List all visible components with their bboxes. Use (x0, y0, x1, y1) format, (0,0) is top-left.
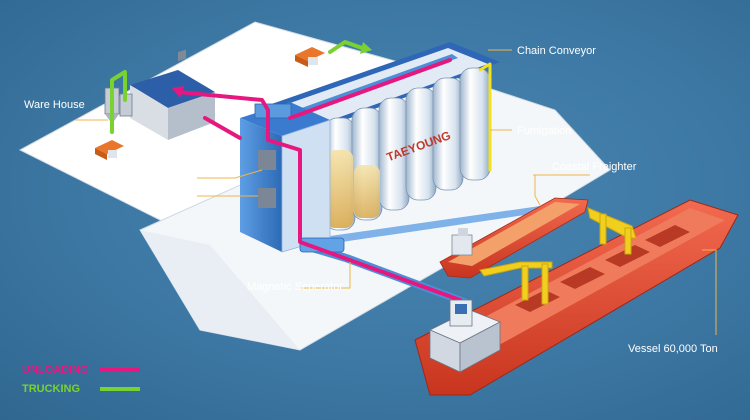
unloading-cranes (479, 207, 637, 305)
truck-top (295, 47, 325, 67)
label-chain-conveyor: Chain Conveyor (517, 45, 596, 57)
unloading-path-gallery (288, 58, 452, 120)
coastal-freighter (439, 197, 589, 279)
label-magnetic-separator: Magnetic Seperator (247, 281, 343, 293)
flow-lines (110, 40, 492, 302)
unloading-path-main (176, 90, 462, 302)
hopper-scale-box-lower (258, 188, 276, 208)
fumigation-path (478, 62, 492, 172)
hopper-scale-box (258, 150, 276, 170)
elevator-tower (240, 102, 331, 253)
trucking-path-warehouse (110, 70, 127, 134)
vessel-hatches (515, 225, 690, 312)
callout-lines (75, 49, 717, 335)
label-vessel: Vessel 60,000 Ton (628, 343, 718, 355)
label-ware-house: Ware House (24, 99, 85, 111)
trucking-path-top (328, 40, 364, 54)
unloading-path-warehouse (203, 116, 242, 140)
label-bucket-elevator: Bucket Elevetor (120, 189, 197, 201)
label-hopper-scale: Hopper Scale (166, 167, 233, 179)
legend-unloading-label: UNLOADING (22, 364, 89, 376)
vessel (414, 199, 739, 396)
legend: UNLOADING TRUCKING (22, 364, 140, 395)
truck-warehouse (95, 140, 124, 160)
legend-trucking-label: TRUCKING (22, 383, 80, 395)
silo-row (324, 67, 491, 231)
label-coastal-freighter: Coastal Freighter (552, 161, 637, 173)
label-fumigation: Fumigation (517, 125, 571, 137)
